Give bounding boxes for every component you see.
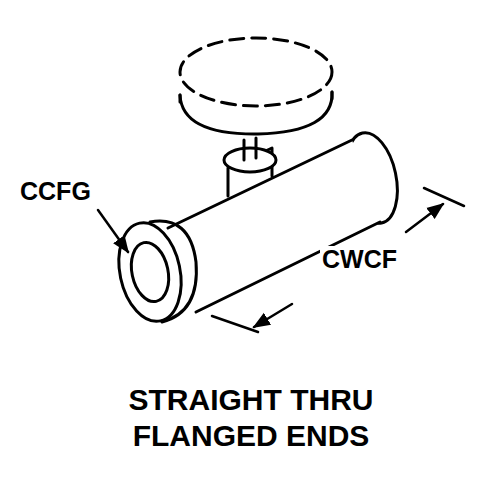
pipe-fill bbox=[168, 140, 380, 312]
stem bbox=[244, 138, 256, 160]
leader-line bbox=[98, 210, 128, 252]
left-flange bbox=[110, 217, 189, 327]
extension-line bbox=[212, 316, 258, 332]
dimension-code: CWCF bbox=[320, 246, 399, 273]
dimension-code: CCFG bbox=[18, 178, 93, 205]
pipe-top-edge bbox=[168, 140, 352, 228]
caption: STRAIGHT THRU FLANGED ENDS bbox=[101, 382, 401, 454]
bore bbox=[126, 239, 174, 305]
handwheel-top bbox=[180, 38, 332, 106]
dimension-line bbox=[406, 204, 443, 232]
bonnet-collar bbox=[224, 148, 276, 172]
handwheel-rim bbox=[180, 92, 332, 134]
dimension-line bbox=[254, 304, 292, 327]
